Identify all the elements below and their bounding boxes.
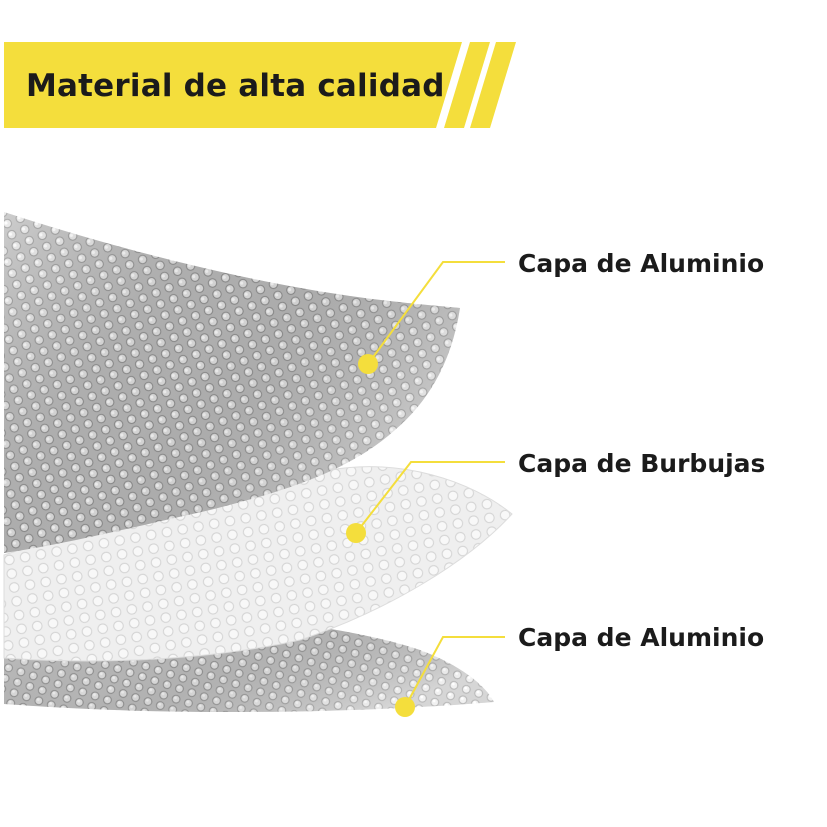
callout-dot-aluminum-top	[358, 354, 378, 374]
banner-stripe	[470, 42, 516, 128]
label-aluminum-top: Capa de Aluminio	[518, 249, 765, 278]
callout-line-aluminum-top	[367, 261, 505, 365]
callout-dot-bubble	[346, 523, 366, 543]
banner-stripe	[444, 42, 490, 128]
title-banner	[4, 42, 462, 128]
label-aluminum-bottom: Capa de Aluminio	[518, 623, 765, 652]
banner-title: Material de alta calidad	[26, 68, 445, 104]
callout-dot-aluminum-bottom	[395, 697, 415, 717]
label-bubble: Capa de Burbujas	[518, 449, 766, 478]
aluminum-layer-top-shade	[4, 212, 460, 553]
callout-line-aluminum-bottom	[404, 636, 505, 708]
callout-line-bubble	[355, 461, 505, 534]
